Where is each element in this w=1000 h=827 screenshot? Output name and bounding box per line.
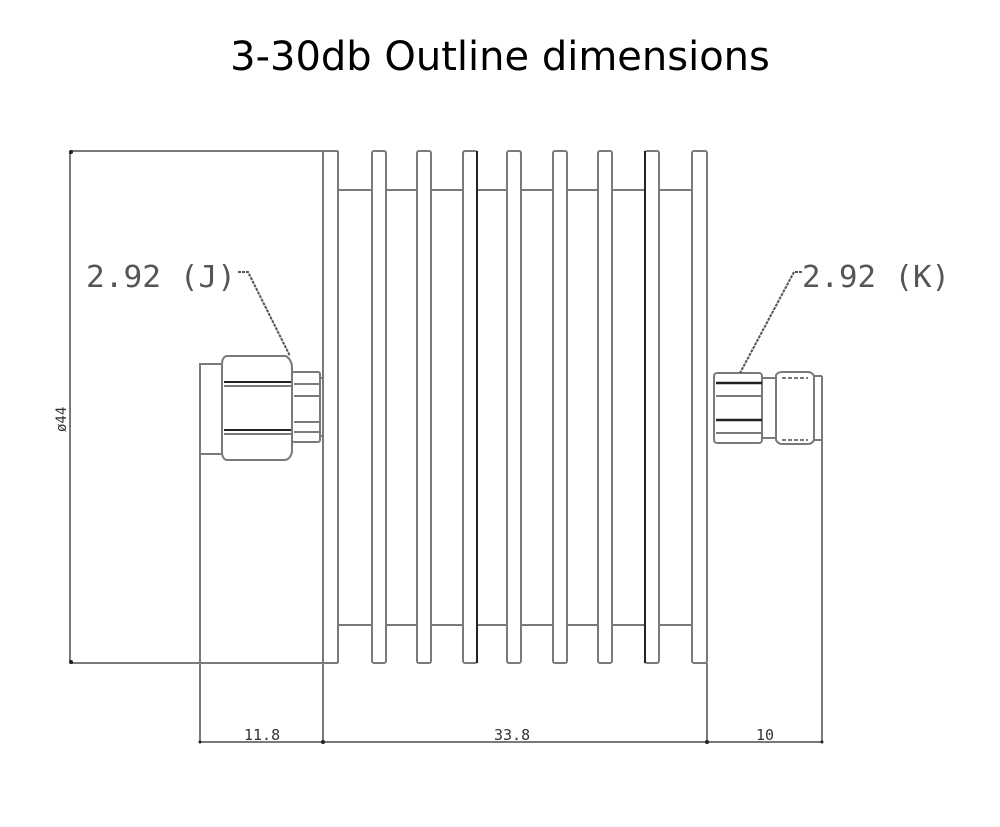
- diameter-label: ø44: [54, 407, 70, 432]
- left-flange-plate: [322, 151, 339, 742]
- right-connector-label: 2.92 (K): [802, 260, 950, 295]
- left-connector-leader: [238, 271, 291, 357]
- cooling-fins: [371, 150, 708, 664]
- left-connector-j: [199, 355, 323, 461]
- body-core: [338, 189, 692, 626]
- dimension-right: 10: [756, 726, 774, 744]
- right-connector-leader: [739, 271, 802, 374]
- dimension-left: 11.8: [244, 726, 280, 744]
- diameter-dimension-lines: [69, 150, 338, 664]
- left-connector-label: 2.92 (J): [86, 260, 236, 295]
- dimension-middle: 33.8: [494, 726, 530, 744]
- right-connector-k: [713, 371, 823, 742]
- drawing-title: 3-30db Outline dimensions: [230, 34, 770, 80]
